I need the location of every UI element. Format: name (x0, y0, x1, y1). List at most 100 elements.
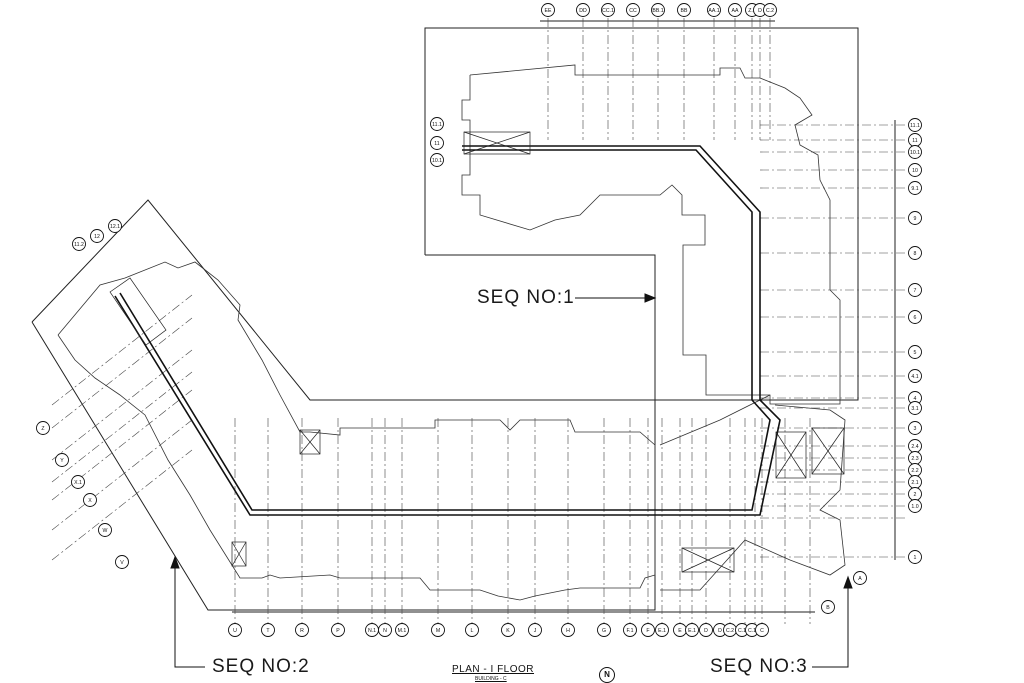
grid-bubble-bottom: B (821, 600, 835, 614)
grid-bubble-right-circle (908, 345, 922, 359)
grid-bubble-bottom-circle (597, 623, 611, 637)
grid-bubble-top-circle (728, 3, 742, 17)
grid-bubble-top-text: Z.1 (748, 8, 756, 14)
grid-bubble-bottom-text: C.2 (726, 628, 734, 634)
seq2-arrowhead (170, 555, 180, 569)
grid-bubble-bottom: R (295, 623, 309, 637)
grid-bubble-right-circle (908, 499, 922, 513)
grid-bubble-left-top: 12 (90, 229, 104, 243)
grid-bubble-right: 2 (908, 487, 922, 501)
grid-bubble-right: 9 (908, 211, 922, 225)
grid-bubble-left-text: Y (60, 458, 64, 464)
grid-bubble-top: EE (541, 3, 555, 17)
grid-bubble-left-circle (98, 523, 112, 537)
corridor-centerline (114, 145, 781, 516)
grid-bubble-bottom: C.2 (723, 623, 737, 637)
grid-bubble-right-circle (908, 310, 922, 324)
grid-bubble-bottom-text: E.1 (688, 628, 696, 634)
grid-bubble-top-text: DD (579, 8, 587, 14)
grid-bubble-right: 10.1 (908, 145, 922, 159)
grid-bubble-bottom-circle (378, 623, 392, 637)
grid-bubble-right: 3.1 (908, 401, 922, 415)
grid-bubble-top-circle (707, 3, 721, 17)
grid-bubble-bottom-circle (261, 623, 275, 637)
grid-bubble-right: 10 (908, 163, 922, 177)
grid-bubble-bottom-circle (395, 623, 409, 637)
grid-bubble-bottom-text: L (471, 628, 474, 634)
grid-bubble-bottom-text: M (436, 628, 440, 634)
grid-bubble-left-text: W (103, 528, 108, 534)
grid-bubble-top-text: CC (629, 8, 637, 14)
grid-bubble-bottom-text: D (704, 628, 708, 634)
grid-bubble-right-circle (908, 211, 922, 225)
grid-bubble-left-circle (71, 475, 85, 489)
grid-bubble-right: 9.1 (908, 181, 922, 195)
gridline-left (51, 317, 193, 429)
grid-bubble-bottom-text: U (233, 628, 237, 634)
grid-bubble-left-top-text: 12.1 (110, 224, 120, 230)
grid-bubble-left-top-text: 12 (94, 234, 100, 240)
grid-bubble-bottom: E.1 (655, 623, 669, 637)
grid-bubble-upper-left-text: 10.1 (432, 158, 442, 164)
left-wing-walls (57, 261, 656, 601)
grid-bubble-left-top: 12.1 (108, 219, 122, 233)
grid-bubble-bottom: E (673, 623, 687, 637)
grid-bubble-bottom-text: D (718, 628, 722, 634)
grid-bubble-right: 2.4 (908, 439, 922, 453)
grid-bubble-left: Z (36, 421, 50, 435)
seq-no-1-label: SEQ NO:1 (477, 287, 575, 308)
grid-bubble-bottom-circle (755, 623, 769, 637)
grid-bubble-bottom: P (331, 623, 345, 637)
grid-bubble-left-circle (115, 555, 129, 569)
gridline-left (51, 349, 193, 461)
stair-diagonal (299, 429, 321, 455)
grid-bubble-left-text: Z (41, 426, 44, 432)
grid-bubble-right: 1.0 (908, 499, 922, 513)
seq1-arrowhead (644, 293, 657, 303)
grid-bubble-top: BB (677, 3, 691, 17)
grid-bubble-bottom-text: C (760, 628, 764, 634)
grid-bubble-bottom-circle (465, 623, 479, 637)
grid-bubble-upper-left-text: 11.1 (432, 122, 442, 128)
grid-bubble-left: Y (55, 453, 69, 467)
grid-bubble-right-text: 2.2 (911, 468, 918, 474)
grid-bubble-top-text: EE (545, 8, 552, 14)
grid-bubble-right-circle (908, 181, 922, 195)
grid-bubble-top-text: C.2 (766, 8, 774, 14)
grid-bubble-bottom-circle (431, 623, 445, 637)
gridline-left (51, 294, 193, 406)
grid-bubble-bottom-text: C.1 (738, 628, 746, 634)
grid-bubble-left: V (115, 555, 129, 569)
grid-bubble-right-text: 1 (914, 555, 917, 561)
grid-bubble-left-top-circle (108, 219, 122, 233)
grid-bubble-right-text: 9 (914, 216, 917, 222)
grid-bubble-top-circle (541, 3, 555, 17)
stair-diagonal (681, 547, 735, 573)
grid-bubble-top-text: BB.1 (652, 8, 663, 14)
grid-bubble-right: 6 (908, 310, 922, 324)
grid-bubble-right-text: 8 (914, 251, 917, 257)
grid-bubble-upper-left: 11.1 (430, 117, 444, 131)
grid-bubble-right: 2.1 (908, 475, 922, 489)
grid-bubble-bottom-circle (641, 623, 655, 637)
grid-bubble-right-circle (908, 550, 922, 564)
grid-bubble-bottom: T (261, 623, 275, 637)
grid-bubble-bottom-circle (655, 623, 669, 637)
grid-bubble-top-text: AA (732, 8, 739, 14)
grid-bubble-right: 8 (908, 246, 922, 260)
grid-bubble-right: 1 (908, 550, 922, 564)
grid-bubble-bottom-circle (821, 600, 835, 614)
grid-bubble-left-circle (36, 421, 50, 435)
grid-bubble-bottom-text: N (383, 628, 387, 634)
grid-bubble-right-text: 11.1 (910, 123, 920, 129)
stair-box (463, 131, 531, 155)
grid-bubble-right-text: 6 (914, 315, 917, 321)
grid-bubble-top-text: BB (681, 8, 688, 14)
grid-bubble-right: 3 (908, 421, 922, 435)
upper-wing-walls (461, 64, 841, 405)
grid-bubble-bottom-text: T (266, 628, 270, 634)
north-arrow-icon: N (599, 667, 615, 683)
grid-bubble-right-text: 7 (914, 288, 917, 294)
grid-bubble-right-circle (908, 283, 922, 297)
drawing-subtitle: BUILDING - C (475, 676, 507, 682)
